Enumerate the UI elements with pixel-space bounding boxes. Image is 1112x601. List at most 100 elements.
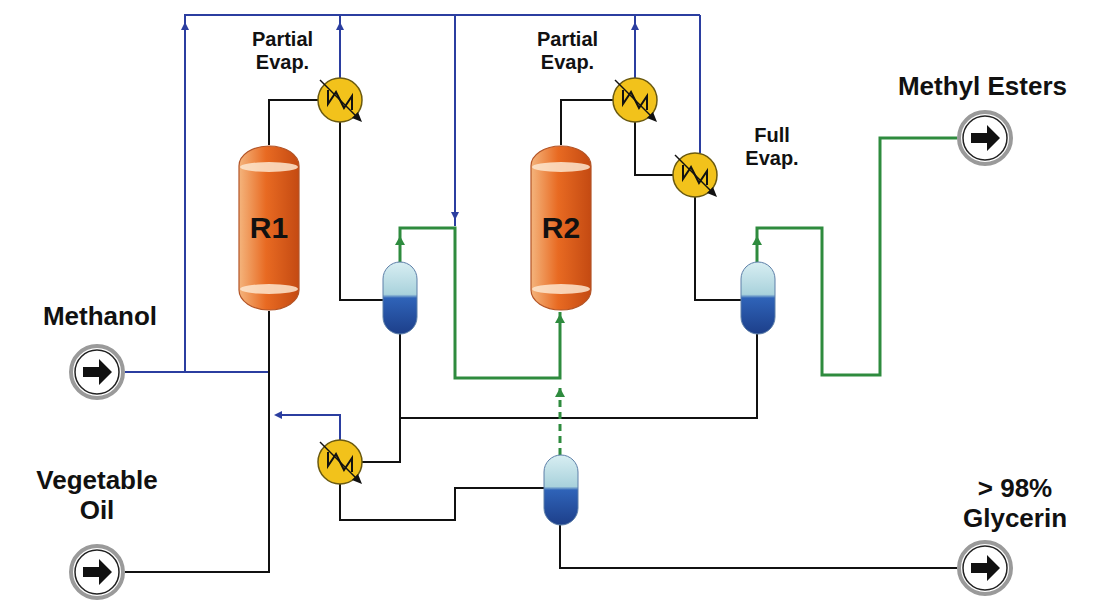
exchanger-arrow: [675, 155, 713, 193]
process-line: [362, 334, 400, 462]
flow-arrow: [555, 388, 565, 397]
stream-label: Partial Evap.: [235, 28, 330, 74]
product-outlet-shape: [957, 540, 1013, 596]
process-line: [340, 122, 957, 568]
feed-inlet: Vegetable Oil: [69, 544, 125, 600]
text-group: Methanol: [10, 302, 190, 332]
reactor-shell: [239, 146, 299, 310]
feed-inlet: Methanol: [69, 344, 125, 400]
flow-arrow: [181, 22, 639, 419]
process-line: [340, 122, 383, 300]
port-ring: [959, 542, 1011, 594]
methanol-line: [699, 15, 701, 153]
port-ring: [963, 116, 1007, 160]
methanol-line: [185, 15, 700, 440]
stream-label: Vegetable Oil: [22, 466, 172, 526]
process-line: [269, 100, 318, 145]
reactor-cap: [240, 162, 298, 172]
evaporator-symbol: [613, 78, 657, 122]
decanter-vessel: [383, 262, 417, 334]
stream-label: Full Evap.: [732, 124, 812, 170]
exchanger-arrow: [707, 187, 717, 197]
flow-arrow: [336, 22, 344, 30]
reactor-shell: [531, 146, 591, 310]
process-line: [695, 197, 741, 300]
evaporator-symbol: [318, 78, 362, 122]
stream-label: > 98% Glycerin: [935, 474, 1095, 534]
feed-inlet-shape: [69, 344, 125, 400]
evaporator-shape: [318, 78, 362, 122]
evaporator-symbol: [318, 440, 362, 484]
reactor-cap: [532, 162, 590, 172]
evaporator-shape: [613, 78, 657, 122]
evaporator: Full Evap.: [673, 153, 717, 197]
product-outlet-shape: [957, 110, 1013, 166]
reactor-vessel: R2: [530, 145, 592, 311]
stream-label: Methanol: [10, 302, 190, 332]
port-arrow: [971, 125, 1000, 151]
port-ring: [963, 546, 1007, 590]
port-symbol: [959, 112, 1011, 164]
port-ring: [75, 550, 119, 594]
flow-arrow: [395, 236, 405, 245]
process-line: [635, 122, 673, 175]
port-ring: [71, 546, 123, 598]
reactor-cap: [240, 284, 298, 294]
evaporator-symbol: [318, 78, 362, 122]
evaporator: Partial Evap.: [318, 78, 362, 122]
ester-line: [757, 138, 957, 375]
exchanger-arrow: [647, 112, 657, 122]
flow-arrow: [752, 236, 762, 245]
exchanger-arrow: [615, 80, 653, 118]
text-group: Partial Evap.: [520, 28, 615, 74]
text-group: Methyl Esters: [860, 72, 1105, 102]
evaporator: Partial Evap.: [613, 78, 657, 122]
reactor-vessel: R1: [238, 145, 300, 311]
stream-label: Partial Evap.: [520, 28, 615, 74]
port-arrow: [83, 359, 112, 385]
text-group: Full Evap.: [732, 124, 812, 170]
flow-arrow: [181, 22, 189, 30]
methanol-header: [185, 15, 700, 372]
port-symbol: [71, 546, 123, 598]
flow-arrow: [555, 314, 565, 323]
port-ring: [75, 350, 119, 394]
process-line: [340, 484, 544, 520]
port-arrow: [83, 559, 112, 585]
ester-line: [400, 138, 957, 455]
evaporator-shape: [673, 153, 717, 197]
reactor-cap: [532, 284, 590, 294]
exchanger-arrow: [352, 112, 362, 122]
methanol-line: [454, 15, 456, 226]
reactor-label: R2: [530, 211, 592, 246]
product-outlet: > 98% Glycerin: [957, 540, 1013, 596]
port-arrow: [971, 555, 1000, 581]
text-group: R2: [530, 211, 592, 246]
exchanger-arrow: [320, 442, 358, 480]
text-group: R1: [238, 211, 300, 246]
text-group: Vegetable Oil: [22, 466, 172, 526]
methanol-line: [276, 415, 340, 440]
port-symbol: [959, 542, 1011, 594]
flow-arrow: [274, 411, 282, 419]
text-group: Partial Evap.: [235, 28, 330, 74]
evaporator-symbol: [673, 153, 717, 197]
evaporator-symbol: [673, 153, 717, 197]
exchanger-arrow: [320, 80, 358, 118]
product-outlet: Methyl Esters: [957, 110, 1013, 166]
evaporator-symbol: [318, 440, 362, 484]
exchanger-arrow: [352, 474, 362, 484]
process-line: [561, 100, 613, 145]
reactor-label: R1: [238, 211, 300, 246]
process-line: [125, 311, 269, 572]
port-ring: [71, 346, 123, 398]
decanter-vessel: [741, 262, 775, 334]
flow-arrow: [451, 212, 459, 220]
text-group: > 98% Glycerin: [935, 474, 1095, 534]
feed-inlet-shape: [69, 544, 125, 600]
port-ring: [959, 112, 1011, 164]
flow-arrow: [631, 22, 639, 30]
decanter-vessel: [544, 455, 578, 525]
glycerin-line: [560, 525, 957, 568]
